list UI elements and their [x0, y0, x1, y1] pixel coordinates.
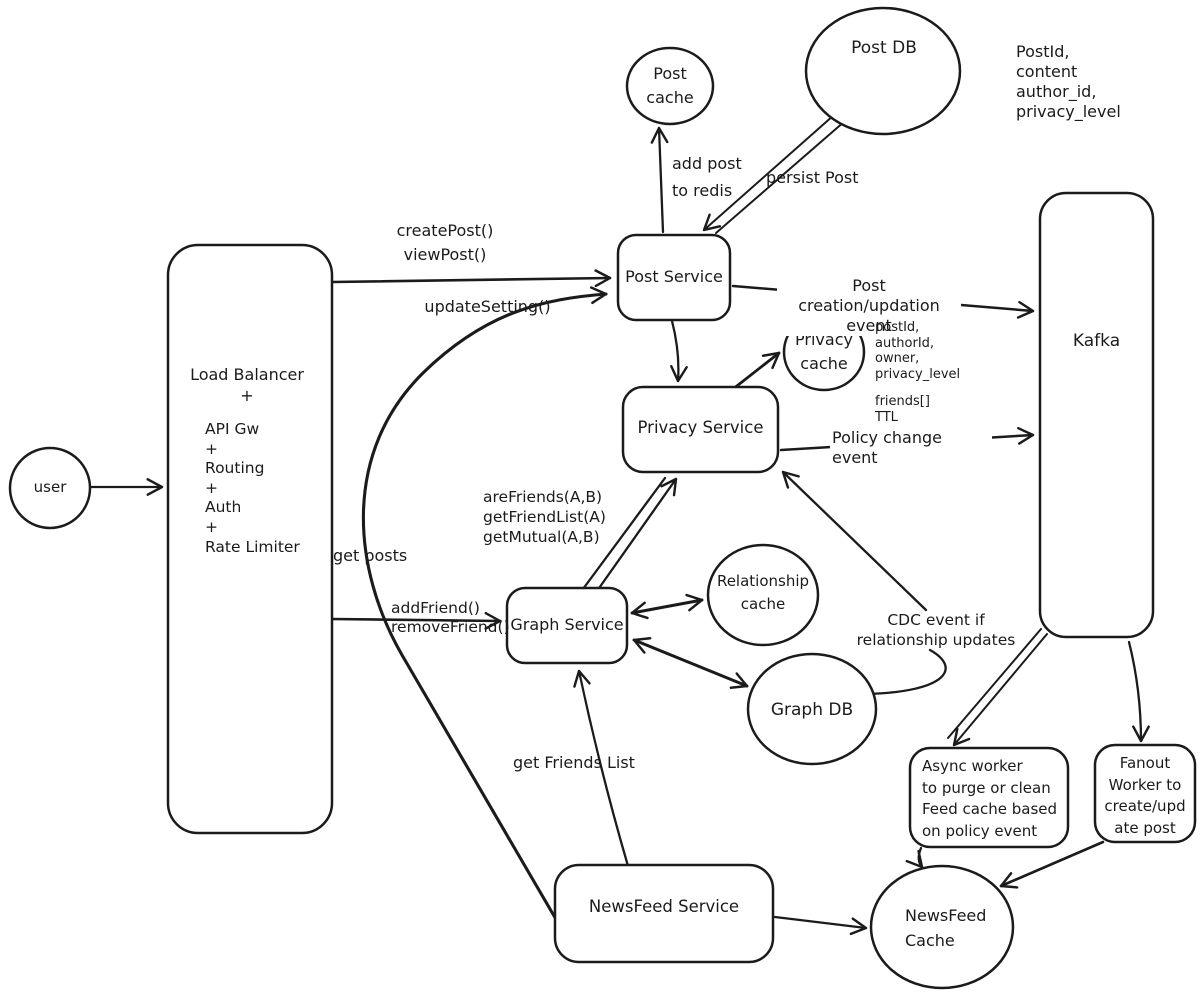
edge-newsfeed-service-to-cache[interactable] — [773, 915, 868, 936]
label-get-posts: get posts — [333, 546, 408, 565]
label-post-service: Post Service — [625, 267, 723, 286]
label-get-friends-list: get Friends List — [513, 753, 635, 772]
edge-kafka-to-fanout-worker[interactable] — [1127, 640, 1150, 743]
edge-gateway-to-post-service[interactable] — [330, 269, 612, 288]
label-newsfeed-service: NewsFeed Service — [588, 897, 740, 916]
node-privacy-service[interactable] — [621, 385, 780, 474]
edge-fanout-to-newsfeed-cache[interactable] — [999, 840, 1105, 889]
node-relationship-cache[interactable] — [706, 543, 820, 647]
label-graph-api: areFriends(A,B) getFriendList(A) getMutu… — [483, 488, 606, 546]
label-create-view-post: createPost() viewPost() — [396, 221, 494, 264]
label-post-cache: Post cache — [646, 64, 694, 107]
edge-kafka-to-async-worker-line1[interactable] — [947, 628, 1042, 739]
label-load-balancer-components: API Gw + Routing + Auth + Rate Limiter — [205, 420, 300, 556]
label-post-creation-event: Post creation/updation event — [777, 276, 961, 336]
node-load-balancer[interactable] — [166, 243, 334, 835]
label-graph-service: Graph Service — [510, 615, 624, 634]
edge-async-to-newsfeed-cache[interactable] — [905, 846, 924, 869]
edge-privacy-to-privacy-cache[interactable] — [731, 351, 781, 391]
node-fanout-worker[interactable] — [1093, 743, 1197, 844]
node-post-db[interactable] — [804, 6, 962, 136]
label-persist-post: persist Post — [766, 168, 859, 187]
annotation-feed-fields: friends[] TTL — [875, 394, 930, 425]
node-post-cache[interactable] — [625, 46, 715, 126]
edge-graph-to-graph-db[interactable] — [632, 637, 749, 689]
node-graph-service[interactable] — [505, 586, 629, 665]
edge-newsfeed-to-post-service-get-posts[interactable] — [361, 286, 608, 923]
label-post-db: Post DB — [851, 38, 917, 58]
node-user[interactable] — [8, 446, 92, 530]
edge-graph-to-privacy-line1[interactable] — [581, 476, 667, 591]
label-user: user — [33, 478, 67, 496]
label-cdc-event: CDC event if relationship updates — [856, 611, 1016, 649]
label-update-setting: updateSetting() — [424, 297, 551, 316]
label-newsfeed-cache: NewsFeed Cache — [905, 906, 987, 950]
node-newsfeed-cache[interactable] — [869, 864, 1015, 990]
edge-cdc-to-privacy-service[interactable] — [781, 470, 928, 612]
node-async-worker[interactable] — [908, 746, 1070, 849]
label-kafka: Kafka — [1072, 331, 1121, 351]
label-load-balancer-title: Load Balancer + — [190, 365, 304, 405]
edge-graph-to-relationship-cache[interactable] — [630, 593, 704, 620]
edge-post-db-to-post-service-line1[interactable] — [702, 114, 835, 232]
node-graph-db[interactable] — [746, 652, 878, 766]
label-async-worker: Async worker to purge or clean Feed cach… — [922, 757, 1058, 840]
label-privacy-service: Privacy Service — [637, 418, 764, 437]
edge-post-to-post-cache[interactable] — [650, 126, 669, 234]
node-newsfeed-service[interactable] — [553, 863, 775, 964]
edge-gateway-to-graph-service[interactable] — [330, 611, 502, 630]
edge-newsfeed-to-graph-get-friends[interactable] — [573, 669, 630, 868]
label-add-post-redis: add post to redis — [672, 154, 742, 200]
edge-post-to-privacy-service[interactable] — [670, 319, 688, 383]
label-fanout-worker: Fanout Worker to create/upd ate post — [1104, 754, 1186, 837]
edge-graph-db-cdc-curve[interactable] — [864, 648, 947, 696]
label-add-remove-friend: addFriend() removeFriend() — [391, 599, 510, 636]
node-kafka[interactable] — [1038, 191, 1155, 639]
edge-post-db-to-post-service-line2[interactable] — [715, 120, 846, 234]
node-post-service[interactable] — [616, 233, 732, 322]
edge-kafka-to-async-worker-line2[interactable] — [952, 633, 1048, 747]
annotation-post-fields: PostId, content author_id, privacy_level — [1016, 42, 1121, 121]
label-policy-change-event: Policy change event — [830, 428, 992, 468]
label-graph-db: Graph DB — [770, 700, 854, 720]
label-relationship-cache: Relationship cache — [716, 572, 810, 613]
edge-graph-to-privacy-line2[interactable] — [595, 477, 678, 593]
annotation-event-fields: postId, authorId, owner, privacy_level — [875, 320, 961, 382]
